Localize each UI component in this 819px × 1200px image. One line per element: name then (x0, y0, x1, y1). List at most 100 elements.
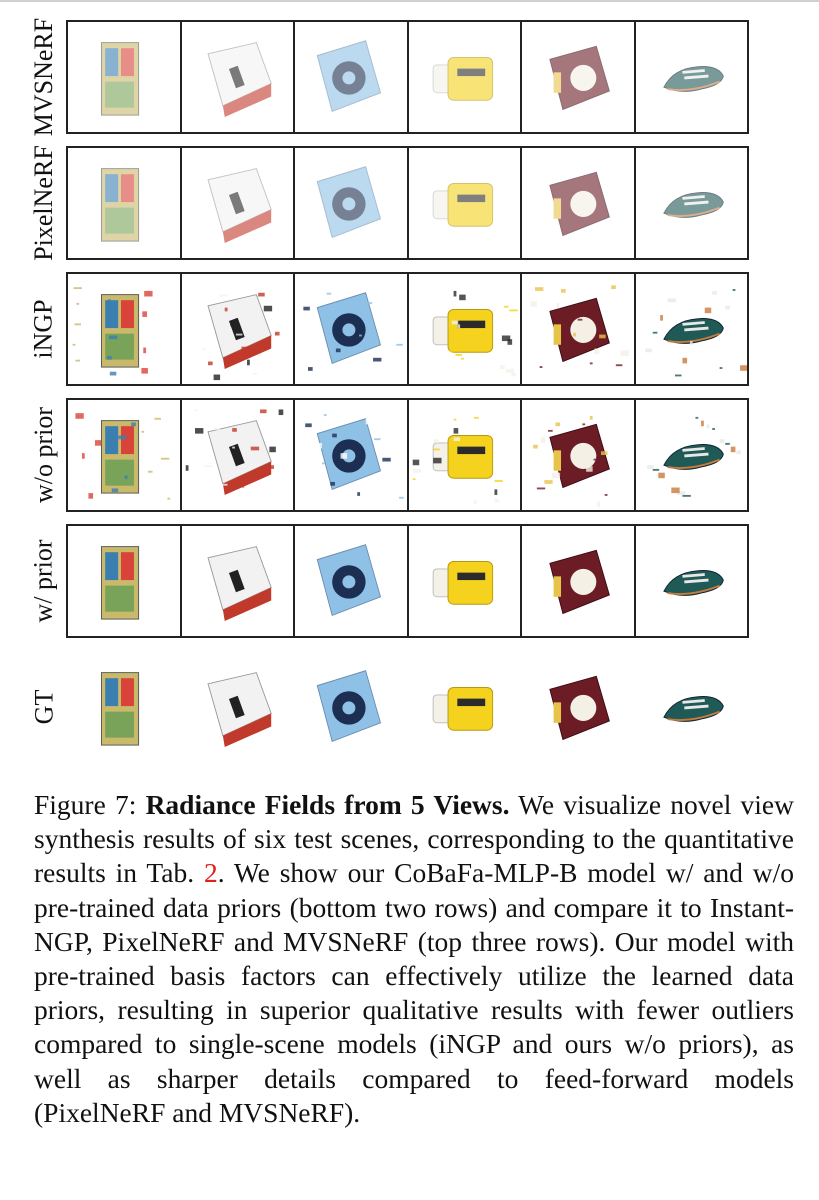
render-cell (636, 22, 748, 132)
outlier-speck (207, 361, 213, 366)
row-label: w/ prior (14, 524, 74, 638)
outlier-speck (700, 420, 704, 427)
tea-box-render (549, 549, 610, 615)
outlier-speck (652, 331, 657, 334)
outlier-speck (349, 371, 353, 378)
row-label: iNGP (14, 272, 74, 386)
outlier-speck (109, 371, 117, 376)
render-cell (182, 526, 295, 636)
outlier-speck (231, 428, 237, 432)
outlier-speck (235, 333, 242, 336)
outlier-speck (240, 346, 250, 351)
render-cell (295, 526, 409, 636)
sneaker-render (662, 696, 724, 722)
outlier-speck (229, 320, 235, 327)
office-box-image (206, 546, 272, 621)
outlier-speck (730, 446, 735, 453)
outlier-speck (473, 500, 477, 505)
outlier-speck (257, 292, 265, 297)
outlier-speck (694, 416, 698, 419)
outlier-speck (493, 480, 503, 482)
outlier-speck (724, 305, 730, 310)
render-cell (182, 274, 295, 384)
orbit-gum-image (305, 414, 404, 499)
sneaker-image (662, 570, 724, 596)
orbit-gum-image (316, 670, 382, 742)
outlier-speck (317, 329, 322, 336)
render-cell (182, 652, 296, 762)
row-label: GT (14, 650, 74, 764)
outlier-speck (659, 315, 663, 321)
outlier-speck (218, 294, 228, 297)
outlier-speck (493, 489, 497, 495)
outlier-speck (224, 307, 228, 312)
table-reference-link[interactable]: 2 (203, 857, 218, 889)
outlier-speck (670, 487, 680, 494)
outlier-speck (268, 318, 272, 321)
outlier-speck (359, 334, 362, 337)
outlier-speck (646, 465, 654, 469)
outlier-speck (390, 477, 394, 483)
outlier-speck (268, 446, 276, 453)
outlier-speck (321, 462, 325, 465)
outlier-speck (594, 348, 600, 355)
outlier-speck (615, 364, 623, 367)
outlier-speck (396, 343, 403, 346)
page-top-rule (0, 0, 819, 2)
outlier-speck (597, 501, 601, 508)
outlier-speck (110, 315, 116, 319)
figure-row (66, 20, 749, 134)
outlier-speck (124, 475, 128, 480)
caption-prefix: Figure 7: (34, 789, 146, 820)
outlier-speck (340, 453, 348, 459)
outlier-speck (508, 309, 518, 312)
outlier-speck (711, 290, 717, 295)
office-box-render (206, 294, 272, 369)
render-cell (522, 526, 636, 636)
tea-box-image (530, 285, 629, 369)
outlier-speck (278, 409, 283, 416)
outlier-speck (473, 416, 479, 419)
outlier-speck (556, 302, 560, 309)
outlier-speck (108, 335, 118, 340)
render-cell (409, 274, 522, 384)
tea-box-render (549, 171, 610, 237)
outlier-speck (599, 334, 606, 339)
outlier-speck (231, 446, 235, 449)
outlier-speck (94, 440, 102, 446)
render-cell (522, 652, 636, 762)
render-cell (68, 652, 182, 762)
sneaker-image (662, 696, 724, 722)
outlier-speck (505, 368, 514, 373)
outlier-speck (453, 290, 456, 297)
render-cell (295, 652, 409, 762)
row-label: w/o prior (14, 398, 74, 512)
cereal-box-image (100, 168, 140, 242)
outlier-speck (706, 424, 709, 429)
figure-row (66, 398, 749, 512)
cereal-box-render (100, 546, 140, 620)
figure-row (66, 272, 749, 386)
outlier-speck (681, 357, 687, 364)
cereal-box-image (100, 546, 140, 620)
vitamin-bottle-image (432, 290, 518, 377)
outlier-speck (510, 372, 516, 377)
outlier-speck (305, 423, 312, 428)
outlier-speck (652, 468, 659, 471)
render-cell (409, 400, 522, 510)
outlier-speck (593, 458, 601, 461)
outlier-speck (363, 302, 373, 304)
render-cell (295, 274, 409, 384)
cereal-box-image (100, 672, 140, 746)
row-label-text: w/ prior (29, 539, 59, 623)
outlier-speck (493, 498, 499, 503)
sneaker-image (662, 192, 724, 218)
outlier-speck (544, 480, 553, 484)
tea-box-image (549, 171, 610, 237)
figure-caption: Figure 7: Radiance Fields from 5 Views. … (34, 788, 794, 1130)
sneaker-render (662, 444, 724, 470)
outlier-speck (540, 437, 546, 443)
render-cell (522, 400, 636, 510)
outlier-speck (412, 459, 419, 466)
row-label: MVSNeRF (14, 18, 74, 136)
